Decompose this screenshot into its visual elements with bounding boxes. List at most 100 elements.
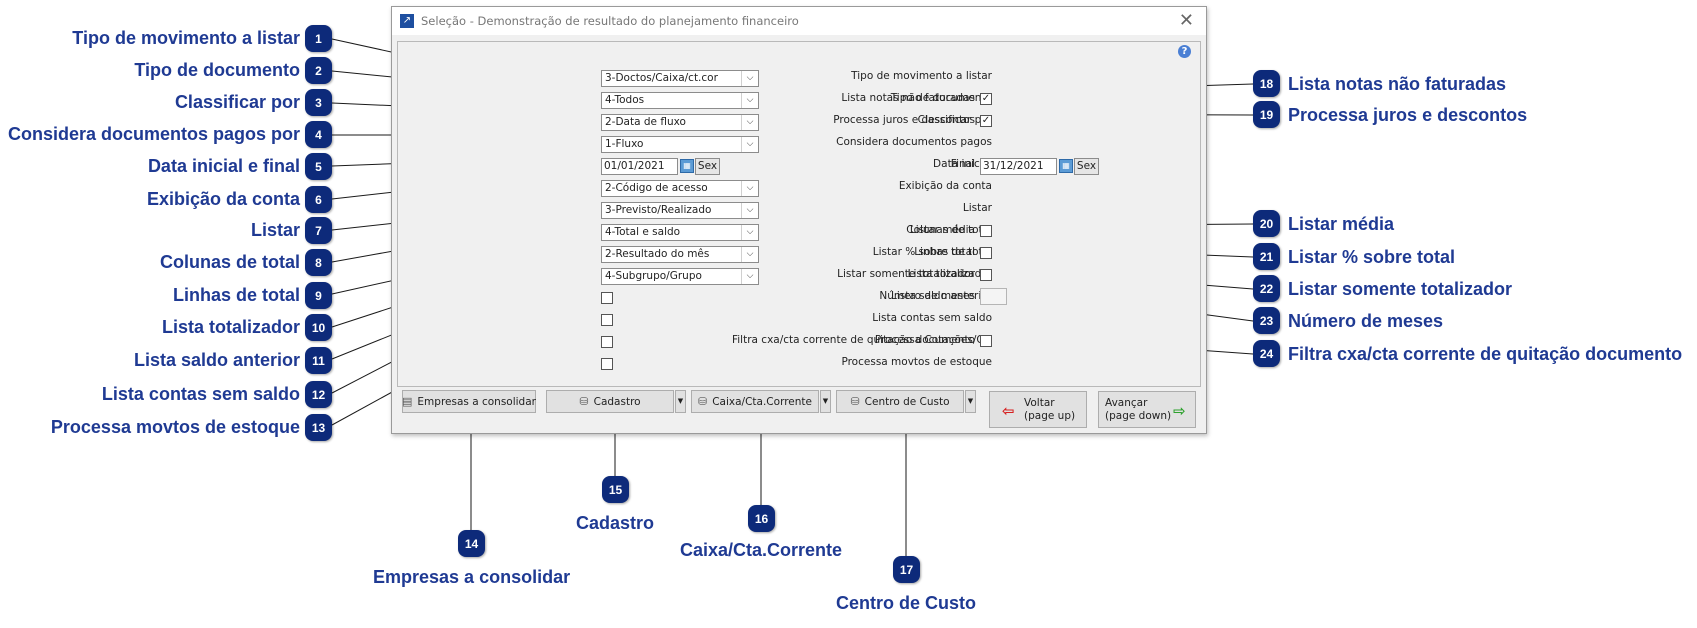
avancar-button[interactable]: Avançar (page down) ⇨ <box>1098 391 1196 428</box>
annotation-badge: 3 <box>305 89 332 116</box>
chevron-down-icon[interactable]: ⌵ <box>741 137 758 152</box>
chevron-down-icon[interactable]: ⌵ <box>741 71 758 86</box>
voltar-button[interactable]: ⇦ Voltar (page up) <box>989 391 1087 428</box>
voltar-label: Voltar <box>1024 397 1055 409</box>
label-numero-meses: Número de meses <box>879 290 975 302</box>
tipo-documento-value: 4-Todos <box>605 94 645 106</box>
lista-contas-sem-saldo-checkbox[interactable] <box>601 314 613 326</box>
arrow-left-icon: ⇦ <box>1002 402 1015 420</box>
caixa-dropdown[interactable]: ▼ <box>820 390 831 413</box>
linhas-total-value: 2-Resultado do mês <box>605 248 710 260</box>
linhas-total-select[interactable]: 2-Resultado do mês ⌵ <box>601 246 759 263</box>
help-icon[interactable]: ? <box>1178 45 1191 58</box>
processa-cotacoes-checkbox[interactable] <box>601 336 613 348</box>
annotation-label: Lista contas sem saldo <box>101 384 300 404</box>
annotation-badge: 24 <box>1253 340 1280 367</box>
calendar-icon[interactable]: ▦ <box>1059 159 1073 173</box>
empresas-button[interactable]: ▤ Empresas a consolidar <box>402 390 536 413</box>
classificar-select[interactable]: 2-Data de fluxo ⌵ <box>601 114 759 131</box>
cadastro-dropdown[interactable]: ▼ <box>675 390 686 413</box>
arrow-right-icon: ⇨ <box>1173 402 1186 420</box>
processa-movtos-checkbox[interactable] <box>601 358 613 370</box>
chevron-down-icon[interactable]: ⌵ <box>741 181 758 196</box>
label-listar-perc: Listar % sobre total <box>872 246 975 258</box>
annotation-badge: 11 <box>305 347 332 374</box>
centro-button[interactable]: ⛁ Centro de Custo <box>836 390 964 413</box>
lista-totalizador-select[interactable]: 4-Subgrupo/Grupo ⌵ <box>601 268 759 285</box>
avancar-label: Avançar <box>1105 397 1148 409</box>
annotation-label: Centro de Custo <box>835 593 976 613</box>
dialog-title: Seleção - Demonstração de resultado do p… <box>421 14 799 28</box>
annotation-label: Listar média <box>1288 214 1395 234</box>
exibicao-conta-select[interactable]: 2-Código de acesso ⌵ <box>601 180 759 197</box>
tipo-documento-select[interactable]: 4-Todos ⌵ <box>601 92 759 109</box>
processa-juros-checkbox[interactable]: ✓ <box>980 115 992 127</box>
annotation-badge: 14 <box>458 530 485 557</box>
cadastro-button[interactable]: ⛁ Cadastro <box>546 390 674 413</box>
chevron-down-icon[interactable]: ⌵ <box>741 247 758 262</box>
voltar-shortcut: (page up) <box>1024 410 1076 422</box>
annotation-label: Tipo de movimento a listar <box>72 28 300 48</box>
considera-pagos-value: 1-Fluxo <box>605 138 644 150</box>
label-listar-somente-tot: Listar somente totalizador <box>837 268 975 280</box>
chevron-down-icon[interactable]: ⌵ <box>741 269 758 284</box>
close-icon[interactable]: ✕ <box>1178 10 1194 31</box>
listar-perc-checkbox[interactable] <box>980 247 992 259</box>
label-colunas-total: Colunas de total <box>906 224 992 236</box>
selection-dialog: ↗ Seleção - Demonstração de resultado do… <box>391 6 1207 434</box>
annotation-badge: 22 <box>1253 275 1280 302</box>
annotation-label: Listar <box>250 220 300 240</box>
lista-notas-checkbox[interactable]: ✓ <box>980 93 992 105</box>
centro-dropdown[interactable]: ▼ <box>965 390 976 413</box>
numero-meses-input[interactable] <box>980 288 1007 305</box>
label-lista-contas-sem-saldo: Lista contas sem saldo <box>872 312 992 324</box>
annotation-label: Processa movtos de estoque <box>50 417 300 437</box>
annotation-badge: 18 <box>1253 70 1280 97</box>
annotation-badge: 1 <box>305 25 332 52</box>
classificar-value: 2-Data de fluxo <box>605 116 686 128</box>
annotation-badge: 4 <box>305 121 332 148</box>
label-exibicao-conta: Exibição da conta <box>898 180 992 192</box>
annotation-badge: 20 <box>1253 210 1280 237</box>
annotation-badge: 21 <box>1253 243 1280 270</box>
label-processa-juros: Processa juros e descontos <box>833 114 975 126</box>
annotation-label: Data inicial e final <box>147 156 300 176</box>
annotation-label: Exibição da conta <box>146 189 300 209</box>
annotation-label: Colunas de total <box>159 252 300 272</box>
colunas-total-value: 4-Total e saldo <box>605 226 681 238</box>
chevron-down-icon[interactable]: ⌵ <box>741 93 758 108</box>
label-lista-saldo-anterior: Lista saldo anterior <box>890 290 992 302</box>
caixa-button[interactable]: ⛁ Caixa/Cta.Corrente <box>691 390 819 413</box>
considera-pagos-select[interactable]: 1-Fluxo ⌵ <box>601 136 759 153</box>
tipo-movimento-value: 3-Doctos/Caixa/ct.cor <box>605 72 718 84</box>
listar-media-checkbox[interactable] <box>980 225 992 237</box>
listar-select[interactable]: 3-Previsto/Realizado ⌵ <box>601 202 759 219</box>
chevron-down-icon[interactable]: ⌵ <box>741 203 758 218</box>
caixa-label: Caixa/Cta.Corrente <box>712 395 812 408</box>
filtra-cxa-checkbox[interactable] <box>980 335 992 347</box>
calendar-icon[interactable]: ▦ <box>680 159 694 173</box>
label-linhas-total: Linhas de total <box>914 246 992 258</box>
lista-saldo-anterior-checkbox[interactable] <box>601 292 613 304</box>
label-listar-media: Listar média <box>909 224 975 236</box>
label-lista-notas: Lista notas não faturadas <box>841 92 975 104</box>
colunas-total-select[interactable]: 4-Total e saldo ⌵ <box>601 224 759 241</box>
annotation-label: Linhas de total <box>172 285 300 305</box>
annotation-badge: 13 <box>305 414 332 441</box>
data-final-input[interactable]: 31/12/2021 <box>980 158 1057 175</box>
label-tipo-documento: Tipo de documento <box>890 92 992 104</box>
annotation-badge: 5 <box>305 153 332 180</box>
database-icon: ⛁ <box>579 395 589 408</box>
annotation-label: Listar somente totalizador <box>1288 279 1513 299</box>
label-lista-totalizador: Lista totalizador <box>907 268 992 280</box>
annotation-badge: 17 <box>893 556 920 583</box>
listar-somente-tot-checkbox[interactable] <box>980 269 992 281</box>
annotation-label: Processa juros e descontos <box>1288 105 1528 125</box>
annotation-label: Filtra cxa/cta corrente de quitação docu… <box>1288 344 1683 364</box>
table-icon: ▤ <box>402 395 413 408</box>
data-inicial-input[interactable]: 01/01/2021 <box>601 158 678 175</box>
chevron-down-icon[interactable]: ⌵ <box>741 115 758 130</box>
chevron-down-icon[interactable]: ⌵ <box>741 225 758 240</box>
annotation-badge: 23 <box>1253 307 1280 334</box>
tipo-movimento-select[interactable]: 3-Doctos/Caixa/ct.cor ⌵ <box>601 70 759 87</box>
